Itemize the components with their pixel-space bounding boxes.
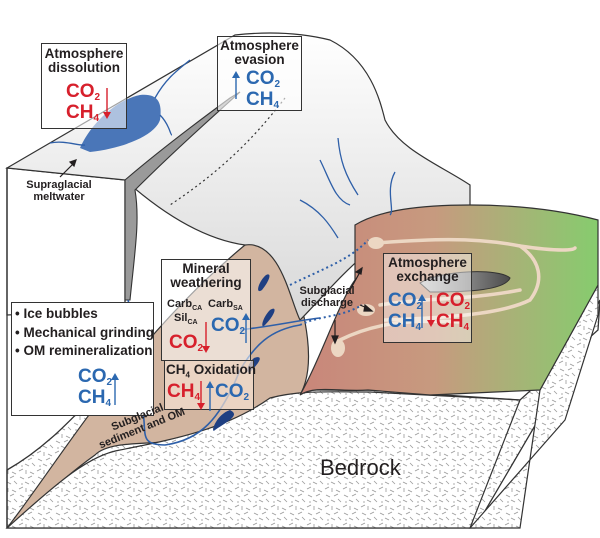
atmosphere-dissolution-title: Atmosphere dissolution xyxy=(41,46,127,76)
carb-sa-label: CarbSA xyxy=(208,298,243,313)
label-line: meltwater xyxy=(33,190,85,203)
ch4-label: CH xyxy=(246,89,274,110)
title-line: Atmosphere xyxy=(44,46,124,61)
title-line: Atmosphere xyxy=(220,38,299,53)
down-arrow-icon xyxy=(197,381,205,410)
down-arrow-icon xyxy=(427,295,435,327)
title-line: weathering xyxy=(170,275,242,291)
up-arrow-icon xyxy=(242,313,250,343)
ch4-label: CH xyxy=(66,102,94,123)
co2-label: CO xyxy=(211,315,240,336)
bullet-text: OM remineralization xyxy=(23,343,153,359)
co2-label: CO xyxy=(169,332,198,353)
label-line: discharge xyxy=(301,296,353,309)
sil-ca-label: SilCA xyxy=(174,312,198,327)
oxidation-source-co2: CO2 xyxy=(215,382,249,403)
title-line: Atmosphere xyxy=(388,255,467,270)
bedrock-label: Bedrock xyxy=(320,455,401,480)
weathering-source-co2: CO2 xyxy=(211,316,245,337)
title-line: Mineral xyxy=(182,261,230,276)
subglacial-sources-box xyxy=(11,302,154,416)
title-line: dissolution xyxy=(48,60,120,76)
mineral-text: Carb xyxy=(167,298,193,310)
subscript: SA xyxy=(233,305,243,313)
proglacial-lake xyxy=(419,271,511,293)
co2-label: CO xyxy=(388,290,417,311)
subscript: 2 xyxy=(464,301,471,312)
label-line: Supraglacial xyxy=(26,179,92,191)
crevasse xyxy=(124,91,241,301)
ch4-label: CH xyxy=(388,311,416,332)
dissolution-gases: CO2 CH4 xyxy=(66,82,100,124)
mineral-weathering-title: Mineral weathering xyxy=(161,261,251,291)
title-text: Oxidation xyxy=(189,362,256,377)
subscript: CA xyxy=(187,319,198,327)
bullet-item: • Ice bubbles xyxy=(15,306,98,321)
subglacial-discharge-label: Subglacial discharge xyxy=(292,285,362,309)
subglacial-sources-gases: CO2 CH4 xyxy=(78,367,112,409)
up-arrow-icon xyxy=(232,71,240,99)
weathering-sink-co2: CO2 xyxy=(169,333,203,354)
subscript: 4 xyxy=(194,392,201,403)
co2-label: CO xyxy=(78,366,107,387)
carb-ca-label: CarbCA xyxy=(167,298,203,313)
subscript: 4 xyxy=(185,370,190,380)
mineral-text: Carb xyxy=(208,298,234,310)
supraglacial-streams xyxy=(49,59,396,239)
subglacial-dotted-lower xyxy=(299,304,363,326)
exchange-dissolution-gases: CO2 CH4 xyxy=(436,291,470,333)
down-arrow-icon xyxy=(103,88,111,119)
ch4-label: CH xyxy=(436,311,464,332)
ch4-oxidation-title: CH4 Oxidation xyxy=(166,362,256,380)
co2-label: CO xyxy=(436,290,465,311)
co2-label: CO xyxy=(215,381,244,402)
up-arrow-icon xyxy=(111,373,119,405)
subscript: 2 xyxy=(197,343,204,354)
proglacial-streams xyxy=(338,237,577,342)
atmosphere-exchange-box xyxy=(383,253,472,343)
ch4-oxidation-box xyxy=(164,360,254,410)
co2-label: CO xyxy=(246,68,275,89)
subscript: 4 xyxy=(93,113,100,124)
evasion-gases: CO2 CH4 xyxy=(246,69,280,111)
bedrock-lower xyxy=(5,391,521,529)
ch4-label: CH xyxy=(78,387,106,408)
down-arrow-icon xyxy=(202,322,210,353)
atmosphere-exchange-title: Atmosphere exchange xyxy=(383,255,472,285)
label-line: Subglacial xyxy=(299,285,355,297)
exchange-evasion-gases: CO2 CH4 xyxy=(388,291,422,333)
up-arrow-icon xyxy=(206,381,214,411)
up-arrow-icon xyxy=(418,294,426,328)
co2-label: CO xyxy=(66,81,95,102)
subscript: 4 xyxy=(273,100,280,111)
subscript: 2 xyxy=(106,377,113,388)
mineral-text: Sil xyxy=(174,312,188,324)
subscript: 4 xyxy=(105,398,112,409)
oxidation-sink-ch4: CH4 xyxy=(167,382,200,403)
subscript: 2 xyxy=(94,92,101,103)
bullet-text: Ice bubbles xyxy=(23,306,98,321)
title-line: evasion xyxy=(234,52,285,68)
subglacial-sources-list: • Ice bubbles • Mechanical grinding • OM… xyxy=(15,305,154,361)
subscript: 4 xyxy=(415,322,422,333)
supraglacial-meltwater-label: Supraglacial meltwater xyxy=(14,179,104,203)
annotation-arrows xyxy=(59,159,374,345)
atmosphere-evasion-box xyxy=(217,36,302,111)
bullet-item: • OM remineralization xyxy=(15,343,153,359)
atmosphere-evasion-title: Atmosphere evasion xyxy=(217,38,302,68)
bullet-text: Mechanical grinding xyxy=(23,324,155,340)
atmosphere-dissolution-box xyxy=(41,43,127,129)
title-line: exchange xyxy=(396,269,459,285)
subscript: 4 xyxy=(463,322,470,333)
ch4-label: CH xyxy=(167,381,195,402)
title-text: CH xyxy=(166,362,186,377)
subscript: 2 xyxy=(239,326,246,337)
subscript: 2 xyxy=(416,301,423,312)
subscript: 2 xyxy=(243,392,250,403)
bullet-item: • Mechanical grinding xyxy=(15,324,155,340)
subglacial-channel xyxy=(239,317,321,331)
subscript: 2 xyxy=(274,79,281,90)
subscript: CA xyxy=(192,305,203,313)
